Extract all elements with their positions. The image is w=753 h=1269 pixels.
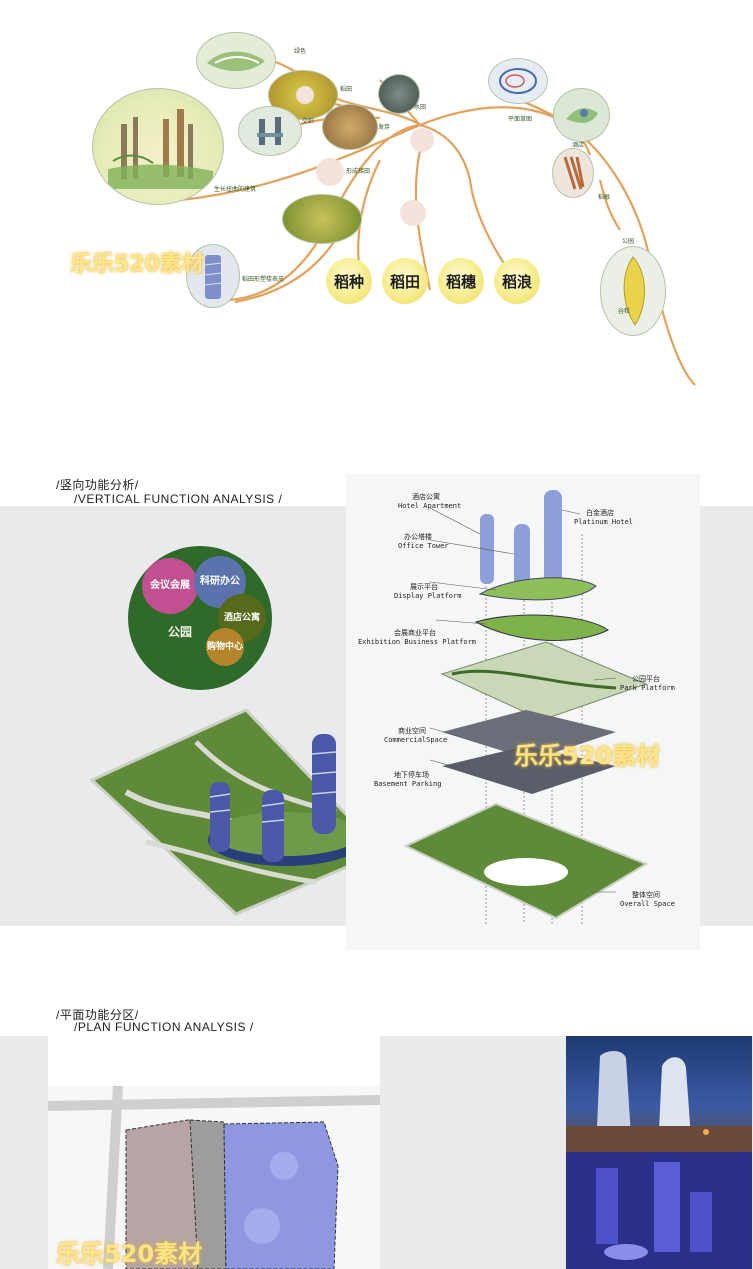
layer-office-tower-en: Office Tower xyxy=(398,542,449,550)
layer-overall-cn: 整体空间 xyxy=(632,891,660,899)
exploded-axonometric-panel xyxy=(346,474,700,950)
floor-plan-bubble xyxy=(553,88,610,142)
empty-bubble-2 xyxy=(410,128,434,152)
plan-sketch-bubble xyxy=(488,58,548,104)
frame-icon xyxy=(257,117,283,145)
green-plan-icon xyxy=(207,51,265,72)
layer-platinum-hotel-cn: 白金酒店 xyxy=(586,509,614,517)
layer-hotel-apartment-en: Hotel Apartment xyxy=(398,502,462,510)
aerial-rendering xyxy=(86,702,386,920)
layer-display-platform-cn: 展示平台 xyxy=(410,583,438,591)
label-roots: 稻根 xyxy=(598,194,611,201)
layer-hotel-apartment-cn: 酒店公寓 xyxy=(412,493,440,501)
watermark-3: 乐乐520素材 xyxy=(56,1240,203,1268)
empty-bubble-1 xyxy=(296,86,314,104)
label-water: 水田 xyxy=(414,104,427,111)
layer-commercial-cn: 商业空间 xyxy=(398,727,426,735)
sprout-bubble xyxy=(322,104,378,150)
plan-title-en: /PLAN FUNCTION ANALYSIS / xyxy=(74,1020,254,1034)
rice-chip-seed: 稻种 xyxy=(326,258,372,304)
aerial-rendering-svg xyxy=(89,708,385,916)
watermark-2: 乐乐520素材 xyxy=(514,742,661,770)
label-grain: 发芽 xyxy=(378,124,391,131)
layer-commercial-en: CommercialSpace xyxy=(384,736,448,744)
massing-rendering xyxy=(566,1152,752,1269)
terrace-bubble xyxy=(282,194,362,244)
layer-exhibition-en: Exhibition Business Platform xyxy=(358,638,477,646)
rice-chip-wave: 稻浪 xyxy=(494,258,540,304)
label-floor: 酒店 xyxy=(572,142,585,149)
label-tree-tower: 生长扭曲的建筑 xyxy=(214,186,257,193)
empty-bubble-4 xyxy=(400,200,426,226)
green-plan-bubble xyxy=(196,32,276,89)
layer-overall-en: Overall Space xyxy=(620,900,675,908)
exploded-axonometric-svg xyxy=(403,490,649,924)
rice-grain-icon xyxy=(623,256,645,326)
layer-display-platform-en: Display Platform xyxy=(394,592,462,600)
rice-tower-bubble xyxy=(186,244,240,308)
empty-bubble-3 xyxy=(316,158,344,186)
roots-icon xyxy=(563,156,585,190)
label-rice-field: 稻田 xyxy=(340,86,353,93)
massing-rendering-svg xyxy=(596,1162,712,1260)
plan-title-cn: /平面功能分区/ xyxy=(56,1008,139,1022)
vertical-title-en: /VERTICAL FUNCTION ANALYSIS / xyxy=(74,492,283,506)
site-plan-svg xyxy=(48,1036,380,1269)
layer-park-platform-en: Park Platform xyxy=(620,684,675,692)
frame-bubble xyxy=(238,106,302,156)
label-plan: 平面草图 xyxy=(508,116,533,123)
night-rendering-svg xyxy=(566,1051,752,1152)
label-green: 绿色 xyxy=(294,48,307,55)
label-stalk: 公园 xyxy=(622,238,635,245)
growth-stem xyxy=(179,58,696,386)
label-frame: 交织 xyxy=(302,118,315,125)
layer-exhibition-cn: 会展商业平台 xyxy=(394,629,436,637)
park-label: 公园 xyxy=(168,625,193,639)
label-rice-grain: 谷粒 xyxy=(618,308,631,315)
rice-tower-icon xyxy=(204,255,222,299)
night-rendering xyxy=(566,1036,752,1152)
layer-basement-cn: 地下停车场 xyxy=(394,771,429,779)
layer-platinum-hotel-en: Platinum Hotel xyxy=(574,518,634,526)
vertical-title-cn: /竖向功能分析/ xyxy=(56,478,139,492)
layer-park-platform-cn: 公园平台 xyxy=(632,675,660,683)
rice-chip-ear: 稻穗 xyxy=(438,258,484,304)
plan-sketch-icon xyxy=(499,68,537,94)
twisted-tower-sketch-bubble xyxy=(92,88,224,205)
layer-basement-en: Basement Parking xyxy=(374,780,442,788)
meeting-circle: 会议会展 xyxy=(142,558,198,614)
concept-diagram: 绿色 稻田 水田 交织 发芽 平面草图 酒店 稻根 公园 生长扭曲的建筑 形成梯… xyxy=(0,0,753,400)
floor-plan-icon xyxy=(566,108,598,123)
watermark-1: 乐乐520素材 xyxy=(70,252,204,277)
site-plan xyxy=(48,1036,380,1269)
label-terrace: 形成梯田 xyxy=(346,168,371,175)
roots-bubble xyxy=(552,148,594,198)
rice-grain-bubble xyxy=(600,246,666,336)
water-field-bubble xyxy=(378,74,420,114)
layer-office-tower-cn: 办公塔楼 xyxy=(404,533,432,541)
tower-sketch-icon xyxy=(108,109,213,189)
label-tower-skin: 稻田形塑楼表皮 xyxy=(242,276,285,283)
shopping-circle: 购物中心 xyxy=(206,628,244,666)
rice-chip-field: 稻田 xyxy=(382,258,428,304)
